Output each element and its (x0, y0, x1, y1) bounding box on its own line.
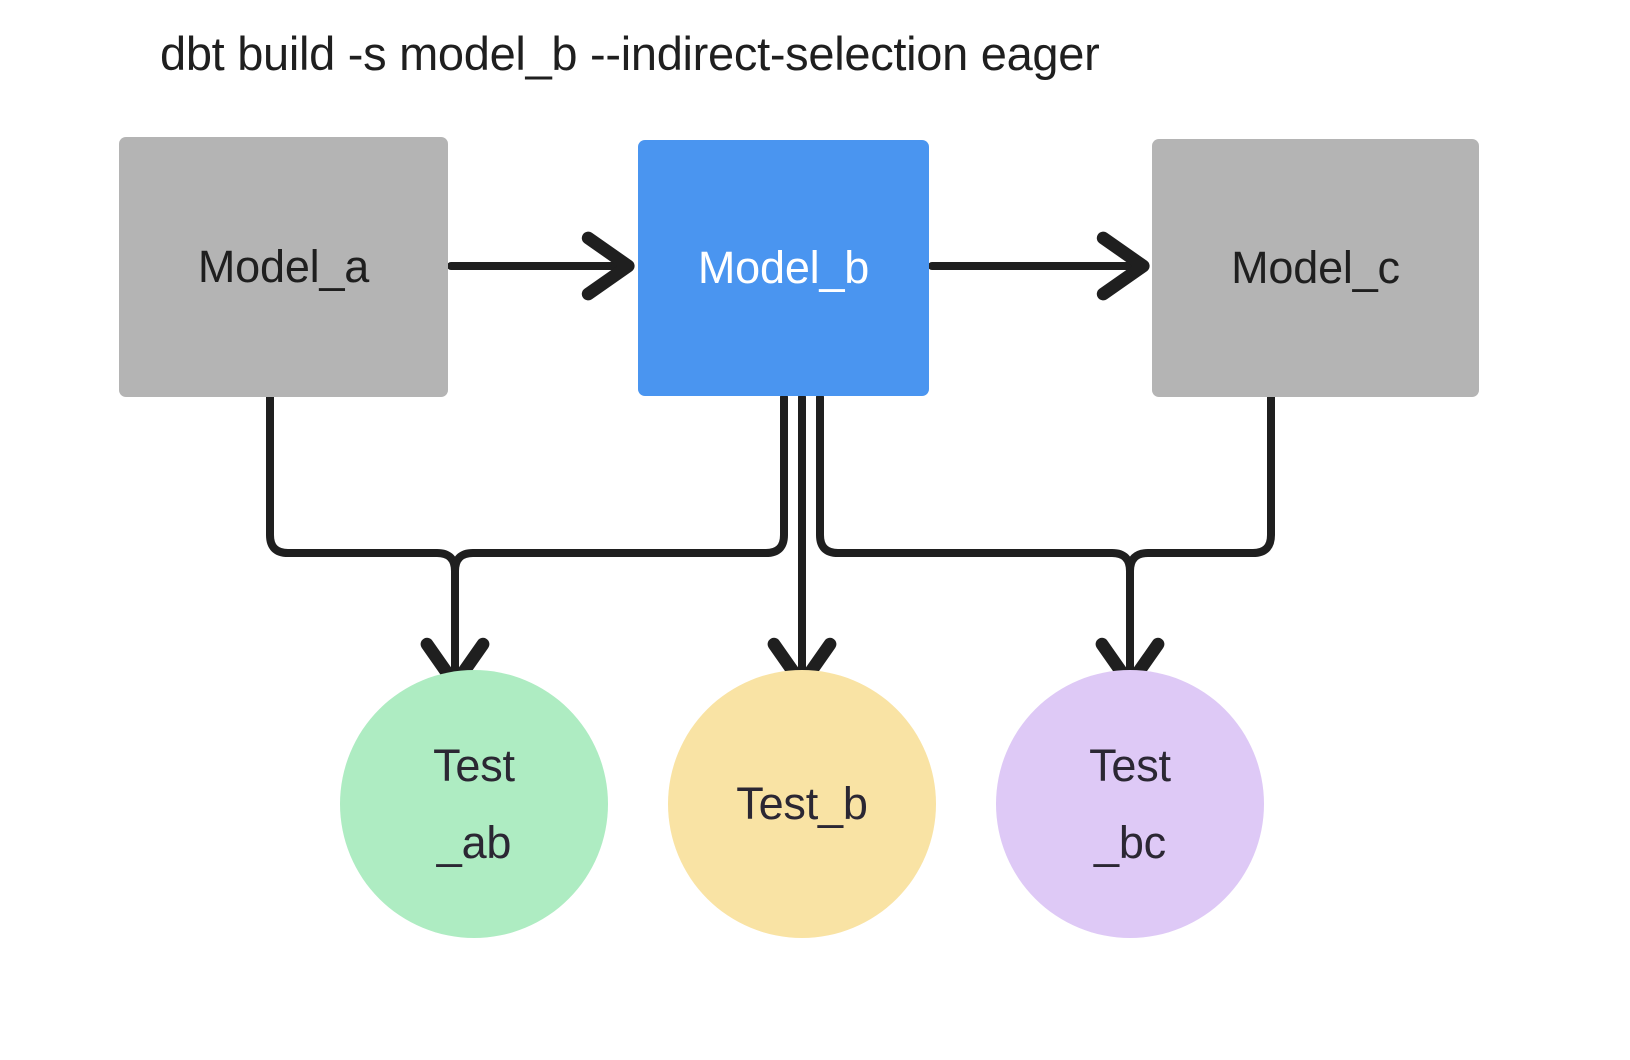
edge-model-c-to-test-bc (1095, 393, 1275, 691)
node-model-b-label: Model_b (697, 242, 870, 293)
diagram-title: dbt build -s model_b --indirect-selectio… (160, 27, 1100, 80)
node-test-b[interactable]: Test_b (668, 670, 936, 938)
node-test-ab[interactable]: Test _ab (340, 670, 608, 938)
edge-model-b-to-test-ab (451, 393, 788, 685)
node-model-c[interactable]: Model_c (1152, 139, 1479, 397)
node-test-bc-label-line2: _bc (1094, 817, 1166, 868)
node-test-bc[interactable]: Test _bc (996, 670, 1264, 938)
node-test-ab-label-line2: _ab (436, 817, 512, 868)
edge-model-b-to-test-bc (816, 393, 1134, 685)
node-model-c-label: Model_c (1231, 242, 1400, 293)
node-model-b[interactable]: Model_b (638, 140, 929, 396)
node-model-a-label: Model_a (197, 241, 370, 292)
edge-model-a-to-test-ab (266, 393, 490, 691)
node-test-ab-label-line1: Test (433, 739, 515, 791)
node-model-a[interactable]: Model_a (119, 137, 448, 397)
node-test-b-label-line1: Test_b (736, 778, 868, 830)
node-test-bc-label-line1: Test (1089, 739, 1171, 791)
